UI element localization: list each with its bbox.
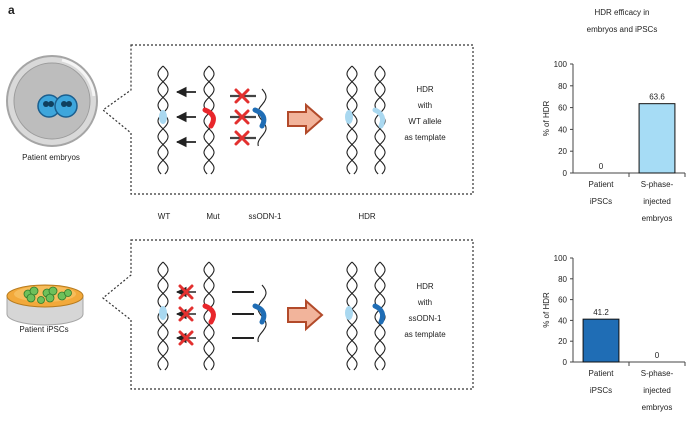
embryo-wt-helix [157,65,169,175]
category-label: embryos [642,403,673,412]
strand-label-hdr: HDR [358,212,376,221]
ipsc-dish-illustration [6,284,84,326]
y-axis-title: % of HDR [542,292,551,328]
category-label: injected [643,386,671,395]
y-axis-title: % of HDR [542,100,551,136]
y-tick-label: 80 [558,275,567,284]
ipsc-hdr-text-1: HDR [416,282,434,291]
category-label: S-phase- [641,180,674,189]
ipsc-hdr-text-2: with [417,298,432,307]
embryo-hdr-text-3: WT allele [408,117,442,126]
embryo-process-arrow [287,102,324,136]
bar-value-label: 63.6 [649,93,665,102]
category-label: iPSCs [590,386,612,395]
embryo-scheme-marks [159,86,385,148]
embryo-caption: Patient embryos [22,153,80,162]
panel-label: a [8,3,15,17]
ipsc-hdr-text-4: as template [404,330,446,339]
y-tick-label: 100 [554,254,568,263]
embryo-ssodn-strand [257,88,267,147]
ipsc-caption: Patient iPSCs [19,325,68,334]
y-tick-label: 0 [563,358,568,367]
bar-value-label: 0 [655,351,660,360]
y-tick-label: 40 [558,125,567,134]
embryo-hdr-text-4: as template [404,133,446,142]
bar-value-label: 0 [599,162,604,171]
strand-label-wt: WT [158,212,171,221]
y-tick-label: 40 [558,316,567,325]
bar-0 [582,318,620,363]
category-label: injected [643,197,671,206]
ipsc-wt-helix [157,261,169,371]
strand-label-ssodn: ssODN-1 [249,212,282,221]
y-tick-label: 0 [563,169,568,178]
embryo-hdr-text-1: HDR [416,85,434,94]
y-tick-label: 20 [558,337,567,346]
y-tick-label: 80 [558,82,567,91]
strand-label-mut: Mut [206,212,220,221]
ipsc-ssodn-strand [257,284,267,343]
category-label: iPSCs [590,197,612,206]
bar-1 [638,103,676,174]
bar-value-label: 41.2 [593,308,609,317]
ipsc-process-arrow [287,298,324,332]
category-label: Patient [589,180,615,189]
category-label: Patient [589,369,615,378]
category-label: embryos [642,214,673,223]
ipsc-hdr-text-3: ssODN-1 [409,314,442,323]
embryo-illustration [6,55,98,147]
y-tick-label: 100 [554,60,568,69]
y-tick-label: 60 [558,296,567,305]
embryo-hdr-text-2: with [417,101,432,110]
chart-title-line-1: HDR efficacy in [595,8,650,17]
ipsc-scheme-marks [159,284,385,346]
chart-title-line-2: embryos and iPSCs [587,25,658,34]
category-label: S-phase- [641,369,674,378]
y-tick-label: 20 [558,147,567,156]
y-tick-label: 60 [558,104,567,113]
